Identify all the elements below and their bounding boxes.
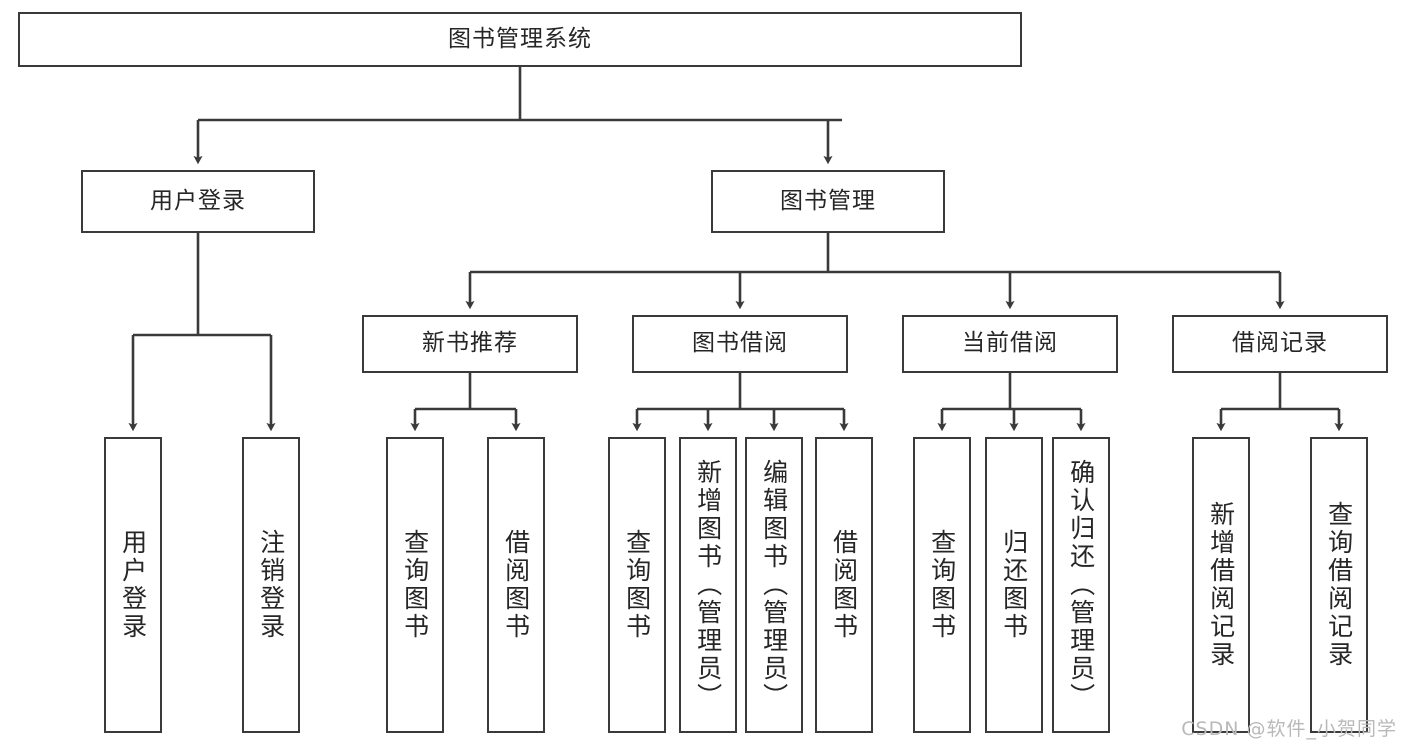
leaf-borrow-book-recommend[interactable]: 借阅图书 bbox=[487, 437, 545, 733]
node-new-book-recommend-label: 新书推荐 bbox=[422, 330, 518, 357]
node-root[interactable]: 图书管理系统 bbox=[18, 12, 1022, 67]
node-new-book-recommend[interactable]: 新书推荐 bbox=[362, 315, 578, 373]
leaf-query-book-recommend[interactable]: 查询图书 bbox=[386, 437, 444, 733]
leaf-return-book-label: 归还图书 bbox=[999, 529, 1029, 641]
leaf-borrow-book[interactable]: 借阅图书 bbox=[815, 437, 873, 733]
leaf-add-book-admin[interactable]: 新增图书（管理员） bbox=[679, 437, 737, 733]
node-current-borrow[interactable]: 当前借阅 bbox=[902, 315, 1118, 373]
node-current-borrow-label: 当前借阅 bbox=[962, 330, 1058, 357]
node-user-login-label: 用户登录 bbox=[150, 187, 246, 214]
leaf-add-borrow-record-label: 新增借阅记录 bbox=[1206, 501, 1236, 669]
leaf-query-book-recommend-label: 查询图书 bbox=[400, 529, 430, 641]
leaf-borrow-book-recommend-label: 借阅图书 bbox=[501, 529, 531, 641]
leaf-user-login-label: 用户登录 bbox=[118, 529, 148, 641]
leaf-add-book-admin-label: 新增图书（管理员） bbox=[693, 459, 723, 711]
leaf-query-borrow-record[interactable]: 查询借阅记录 bbox=[1310, 437, 1368, 733]
node-user-login[interactable]: 用户登录 bbox=[81, 170, 315, 233]
node-borrow-record[interactable]: 借阅记录 bbox=[1172, 315, 1388, 373]
node-borrow-record-label: 借阅记录 bbox=[1232, 330, 1328, 357]
leaf-query-book-current[interactable]: 查询图书 bbox=[913, 437, 971, 733]
leaf-add-borrow-record[interactable]: 新增借阅记录 bbox=[1192, 437, 1250, 733]
leaf-user-login[interactable]: 用户登录 bbox=[104, 437, 162, 733]
leaf-return-book[interactable]: 归还图书 bbox=[985, 437, 1043, 733]
leaf-borrow-book-label: 借阅图书 bbox=[829, 529, 859, 641]
csdn-watermark: CSDN @软件_小贺同学 bbox=[1181, 718, 1397, 740]
leaf-query-book-borrow[interactable]: 查询图书 bbox=[608, 437, 666, 733]
leaf-user-logout[interactable]: 注销登录 bbox=[242, 437, 300, 733]
node-book-manage-label: 图书管理 bbox=[780, 187, 876, 214]
node-book-borrow-label: 图书借阅 bbox=[692, 330, 788, 357]
leaf-confirm-return-admin-label: 确认归还（管理员） bbox=[1066, 459, 1096, 711]
leaf-edit-book-admin-label: 编辑图书（管理员） bbox=[759, 459, 789, 711]
leaf-query-book-borrow-label: 查询图书 bbox=[622, 529, 652, 641]
leaf-edit-book-admin[interactable]: 编辑图书（管理员） bbox=[745, 437, 803, 733]
leaf-user-logout-label: 注销登录 bbox=[256, 529, 286, 641]
leaf-query-borrow-record-label: 查询借阅记录 bbox=[1324, 501, 1354, 669]
leaf-confirm-return-admin[interactable]: 确认归还（管理员） bbox=[1052, 437, 1110, 733]
node-book-borrow[interactable]: 图书借阅 bbox=[632, 315, 848, 373]
node-root-label: 图书管理系统 bbox=[448, 25, 592, 52]
node-book-manage[interactable]: 图书管理 bbox=[711, 170, 945, 233]
leaf-query-book-current-label: 查询图书 bbox=[927, 529, 957, 641]
